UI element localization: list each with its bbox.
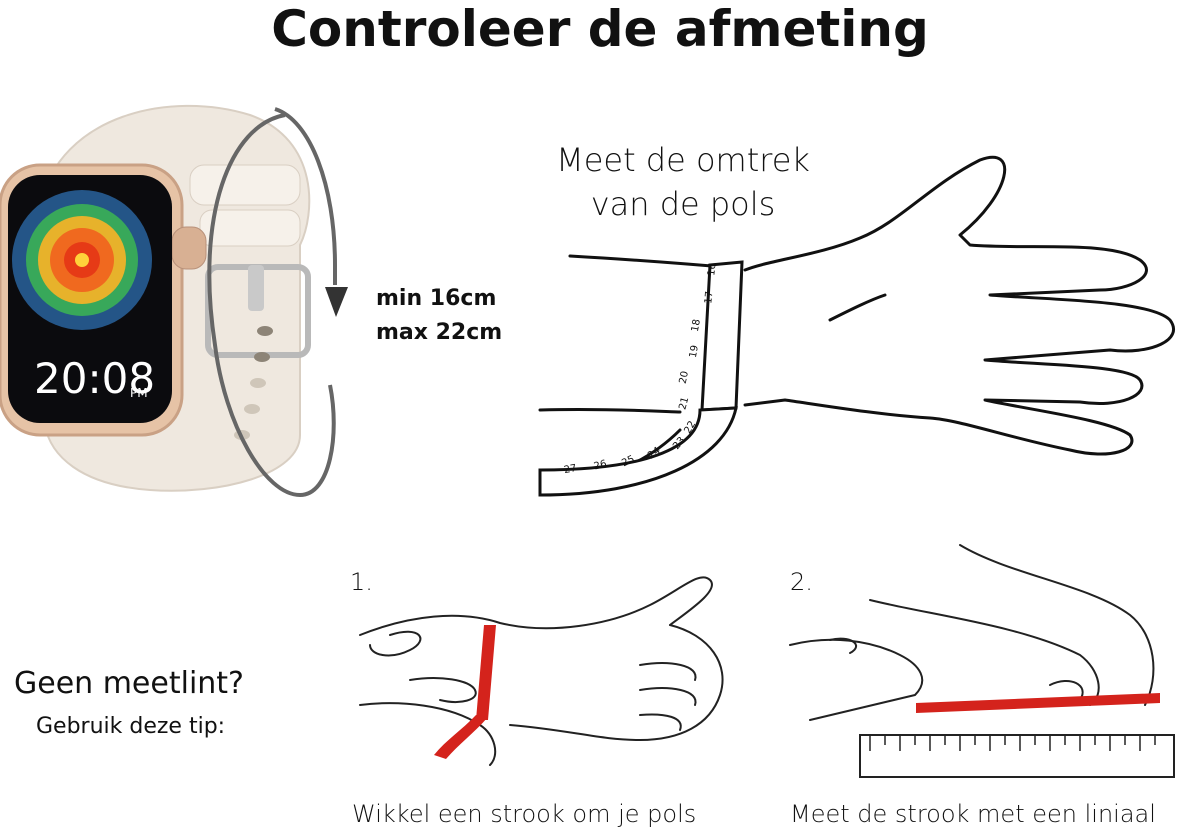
tape-label: 25 [620, 453, 637, 470]
watch-ampm: PM [130, 386, 148, 400]
tape-label: 16 [706, 262, 719, 277]
watch-time: 20:08 [34, 354, 156, 403]
tape-label: 27 [563, 462, 578, 477]
step-1-number: 1. [350, 568, 373, 596]
tape-label: 22 [682, 419, 699, 436]
tape-label: 17 [703, 290, 716, 305]
tape-label: 24 [645, 445, 663, 462]
hand-measuring-illustration [538, 155, 1175, 497]
range-min: min 16cm [376, 286, 497, 311]
hand-caption-line-2: van de pols [590, 185, 776, 223]
tip-subheading: Gebruik deze tip: [36, 714, 226, 739]
hand-caption-line-1: Meet de omtrek [556, 141, 810, 179]
tape-scale-labels: 16 17 18 19 20 21 22 23 24 25 26 27 [560, 262, 740, 482]
step-1-caption: Wikkel een strook om je pols [352, 800, 697, 828]
step-2-number: 2. [790, 568, 813, 596]
rotate-arrow-icon [325, 287, 348, 317]
tape-label: 26 [592, 458, 608, 473]
page-title: Controleer de afmeting [271, 0, 929, 58]
step-1-wrap-illustration [359, 576, 724, 766]
tape-label: 19 [687, 344, 701, 359]
tape-label: 20 [677, 370, 692, 385]
step-2-ruler-illustration [789, 544, 1175, 778]
tape-label: 23 [671, 435, 688, 452]
tape-label: 18 [689, 318, 703, 333]
range-max: max 22cm [376, 320, 503, 345]
tape-label: 21 [677, 395, 692, 412]
hand-caption: Meet de omtrek van de pols [533, 138, 833, 226]
smartwatch-illustration [0, 104, 348, 498]
step-2-caption: Meet de strook met een liniaal [790, 800, 1156, 828]
no-tape-heading: Geen meetlint? [14, 666, 244, 701]
